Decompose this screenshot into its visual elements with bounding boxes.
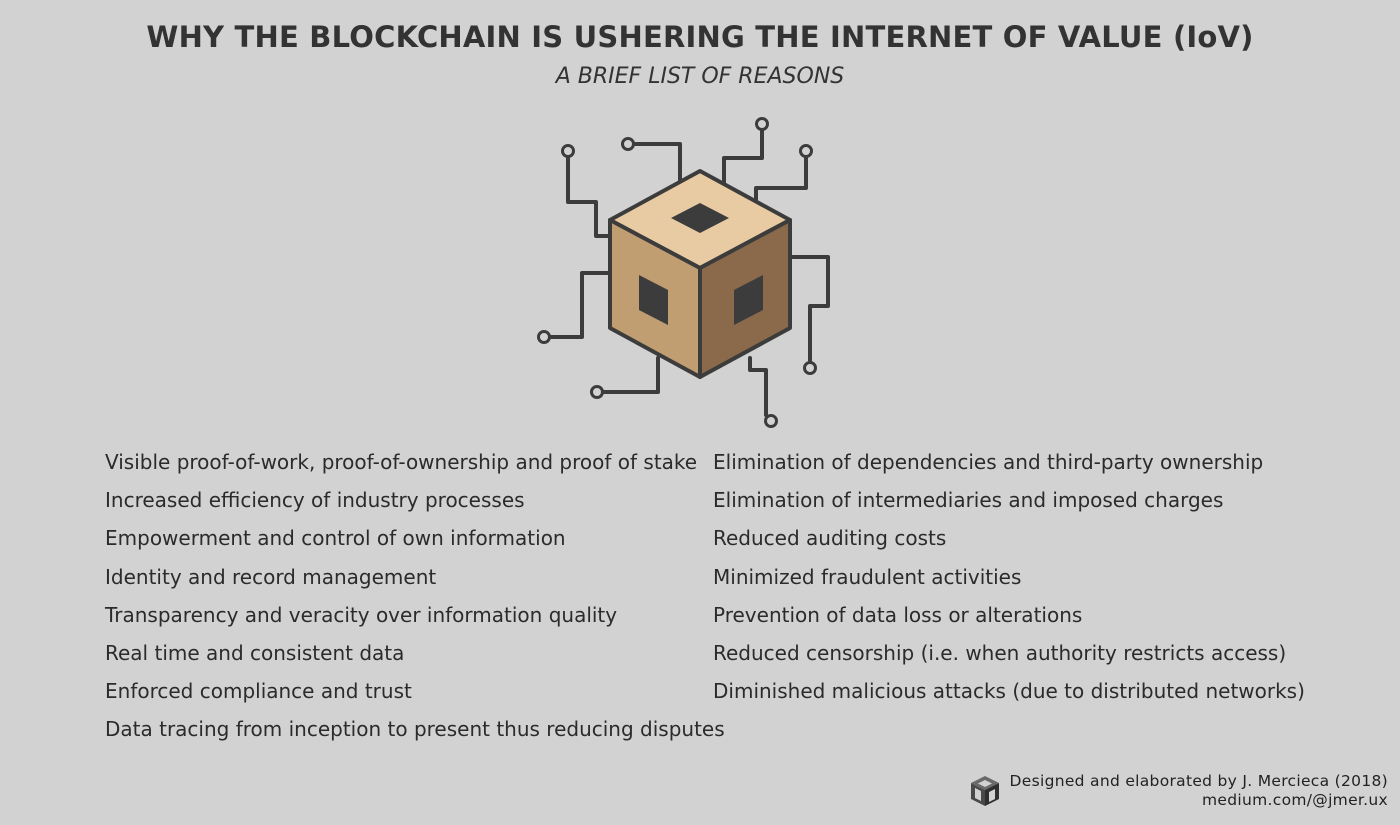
jm-logo-icon <box>970 776 999 806</box>
circuit-node <box>755 117 769 131</box>
list-item: Prevention of data loss or alterations <box>713 602 1083 627</box>
blockchain-cube-icon <box>537 117 830 428</box>
page-subtitle: A BRIEF LIST OF REASONS <box>555 64 845 89</box>
list-item: Reduced auditing costs <box>713 526 947 551</box>
circuit-node <box>803 361 817 375</box>
circuit-node <box>537 330 551 344</box>
list-item: Reduced censorship (i.e. when authority … <box>713 640 1287 665</box>
circuit-trace <box>601 356 660 394</box>
circuit-node <box>621 137 635 151</box>
cube-right-square <box>734 275 763 325</box>
circuit-node <box>561 144 575 158</box>
list-item: Elimination of intermediaries and impose… <box>713 488 1224 513</box>
circuit-trace <box>548 271 612 339</box>
circuit-trace <box>788 255 830 364</box>
footer-credit: Designed and elaborated by J. Mercieca (… <box>1009 772 1388 790</box>
circuit-node <box>764 414 778 428</box>
circuit-trace <box>722 128 764 185</box>
list-item: Increased efficiency of industry process… <box>105 488 525 513</box>
circuit-trace <box>566 155 612 238</box>
list-item: Visible proof-of-work, proof-of-ownershi… <box>105 450 698 474</box>
cube-left-square <box>639 275 668 325</box>
list-item: Minimized fraudulent activities <box>713 564 1022 589</box>
list-item: Diminished malicious attacks (due to dis… <box>713 679 1305 704</box>
page-title: WHY THE BLOCKCHAIN IS USHERING THE INTER… <box>146 20 1254 54</box>
footer-link[interactable]: medium.com/@jmer.ux <box>1202 791 1388 809</box>
list-item: Empowerment and control of own informati… <box>105 526 566 551</box>
list-item: Real time and consistent data <box>105 640 405 665</box>
circuit-node <box>799 144 813 158</box>
circuit-node <box>590 385 604 399</box>
cube-top-square <box>671 203 729 233</box>
reasons-list-right: Elimination of dependencies and third-pa… <box>713 448 1305 715</box>
circuit-trace <box>632 142 682 183</box>
list-item: Identity and record management <box>105 564 437 589</box>
list-item: Transparency and veracity over informati… <box>105 602 618 627</box>
circuit-trace <box>754 155 808 203</box>
list-item: Elimination of dependencies and third-pa… <box>713 450 1264 474</box>
footer: Designed and elaborated by J. Mercieca (… <box>970 772 1388 810</box>
list-item: Data tracing from inception to present t… <box>105 717 725 742</box>
list-item: Enforced compliance and trust <box>105 679 412 704</box>
reasons-list-left: Visible proof-of-work, proof-of-ownershi… <box>105 448 725 754</box>
circuit-trace <box>748 356 768 417</box>
